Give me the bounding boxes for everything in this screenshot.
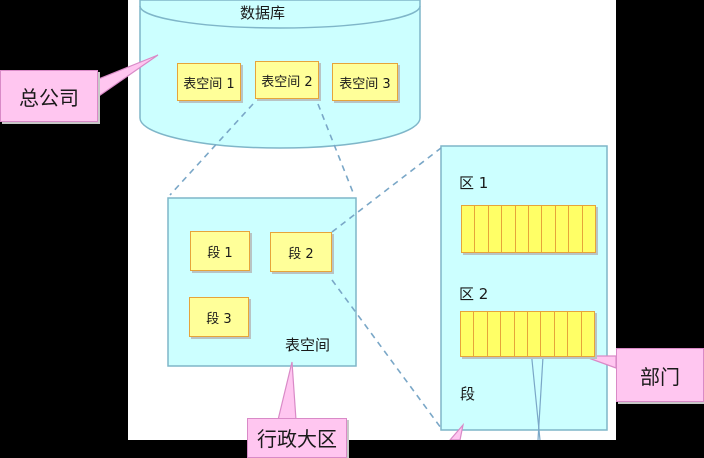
segment-3: 段 3: [189, 297, 249, 337]
callout-division: 行政大区: [247, 418, 347, 458]
extent-block: [556, 206, 570, 252]
extent-2-strip: [460, 311, 595, 357]
extent-block: [489, 206, 503, 252]
extent-block: [569, 206, 583, 252]
tablespace-label: 表空间: [285, 336, 331, 354]
database-top-rim: [139, 5, 421, 29]
tablespace-2: 表空间 2: [255, 61, 319, 99]
extent-block: [582, 312, 594, 356]
extent-block: [541, 312, 555, 356]
extent-block: [461, 312, 475, 356]
connector-line: [317, 103, 355, 196]
extent-block: [515, 312, 529, 356]
extent-block: [542, 206, 556, 252]
connector-line: [331, 279, 442, 429]
tablespace-3: 表空间 3: [332, 63, 398, 101]
extent-block: [462, 206, 476, 252]
extent-block: [516, 206, 530, 252]
extent-block: [502, 206, 516, 252]
callout-company: 总公司: [0, 70, 98, 122]
extent-block: [474, 312, 488, 356]
extent-1-label: 区 1: [459, 174, 489, 192]
callout-pointer: [277, 361, 297, 421]
extent-block: [528, 312, 542, 356]
segment-label: 段: [460, 385, 476, 403]
tablespace-box: [167, 197, 357, 367]
segment-detail-box: [440, 145, 608, 431]
connector-line: [331, 147, 442, 233]
segment-2: 段 2: [270, 232, 332, 272]
connector-line: [169, 103, 254, 196]
callout-department: 部门: [616, 348, 704, 402]
tablespace-1: 表空间 1: [177, 63, 241, 101]
extent-block: [555, 312, 569, 356]
extent-1-strip: [461, 205, 596, 253]
extent-block: [583, 206, 595, 252]
extent-block: [529, 206, 543, 252]
extent-block: [475, 206, 489, 252]
extent-block: [501, 312, 515, 356]
extent-2-label: 区 2: [459, 285, 489, 303]
extent-block: [568, 312, 582, 356]
segment-1: 段 1: [190, 231, 250, 271]
database-title: 数据库: [240, 4, 286, 22]
extent-block: [488, 312, 502, 356]
callout-pointer: [449, 422, 465, 440]
